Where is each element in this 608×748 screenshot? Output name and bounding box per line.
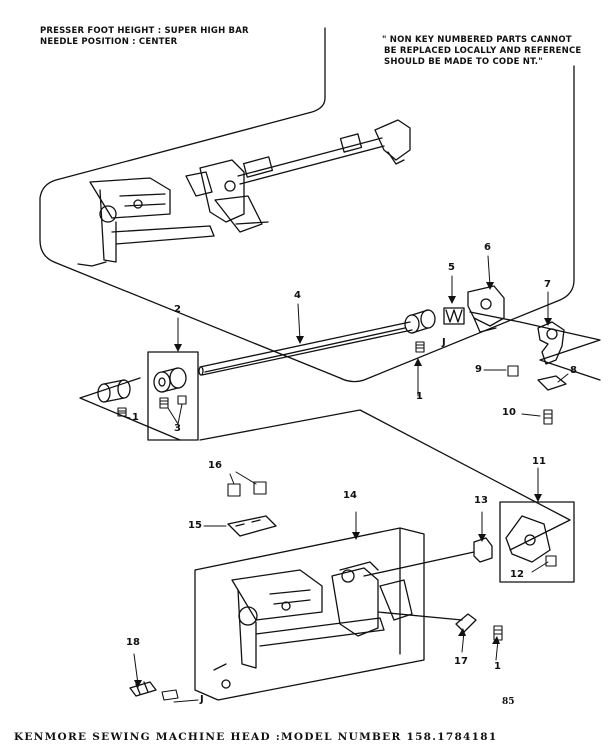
callout-4: 4 xyxy=(294,290,301,301)
pin-part-17 xyxy=(455,613,477,633)
parts-note-line-1: " NON KEY NUMBERED PARTS CANNOT xyxy=(382,35,572,45)
callout-10: 10 xyxy=(502,407,516,418)
plate-part-11 xyxy=(505,515,551,563)
screw-part-18 xyxy=(129,681,157,697)
callout-1-left: 1 xyxy=(132,412,139,423)
model-number-footer: KENMORE SEWING MACHINE HEAD :MODEL NUMBE… xyxy=(14,731,498,743)
bottom-assembly-panel xyxy=(194,527,425,701)
callout-13: 13 xyxy=(474,495,488,506)
spring-part-5 xyxy=(443,307,465,325)
presser-foot-height-label: PRESSER FOOT HEIGHT : SUPER HIGH BAR xyxy=(40,26,249,36)
block-part-13 xyxy=(473,537,493,563)
bottom-bracket-assembly xyxy=(213,551,475,689)
bracket-part-6 xyxy=(467,285,505,333)
top-bracket-assembly xyxy=(77,159,269,267)
top-assembly-outline xyxy=(39,27,575,383)
page-code: 85 xyxy=(502,697,515,707)
right-bushing xyxy=(404,309,436,334)
callout-17: 17 xyxy=(454,656,468,667)
part-2-frame xyxy=(147,351,199,441)
callout-16: 16 xyxy=(208,460,222,471)
callout-8: 8 xyxy=(570,365,577,376)
crank-part-7 xyxy=(537,321,565,365)
callout-3: 3 xyxy=(174,423,181,434)
main-shaft xyxy=(198,321,413,376)
screws xyxy=(117,341,557,701)
washer-part-8 xyxy=(537,375,567,391)
callout-18: 18 xyxy=(126,637,140,648)
left-bushing xyxy=(97,379,131,403)
box-bushing xyxy=(153,367,187,393)
top-shaft xyxy=(237,119,411,185)
callout-2: 2 xyxy=(174,304,181,315)
callout-12: 12 xyxy=(510,569,524,580)
plate-part-15 xyxy=(227,515,277,537)
callout-11: 11 xyxy=(532,456,546,467)
callout-6: 6 xyxy=(484,242,491,253)
callout-5: 5 xyxy=(448,262,455,273)
callout-9: 9 xyxy=(475,364,482,375)
callout-j-upper: J xyxy=(442,337,446,348)
callout-1-right: 1 xyxy=(494,661,501,672)
shaft-group-outline xyxy=(79,311,601,551)
parts-note-line-2: BE REPLACED LOCALLY AND REFERENCE xyxy=(384,46,582,56)
callout-1-shaft: 1 xyxy=(416,391,423,402)
callout-j-lower: J xyxy=(200,694,204,705)
needle-position-label: NEEDLE POSITION : CENTER xyxy=(40,37,178,47)
callout-14: 14 xyxy=(343,490,357,501)
part-11-frame xyxy=(499,501,575,583)
parts-note-line-3: SHOULD BE MADE TO CODE NT." xyxy=(384,57,543,67)
callout-7: 7 xyxy=(544,279,551,290)
callout-15: 15 xyxy=(188,520,202,531)
arrowheads xyxy=(134,282,552,688)
